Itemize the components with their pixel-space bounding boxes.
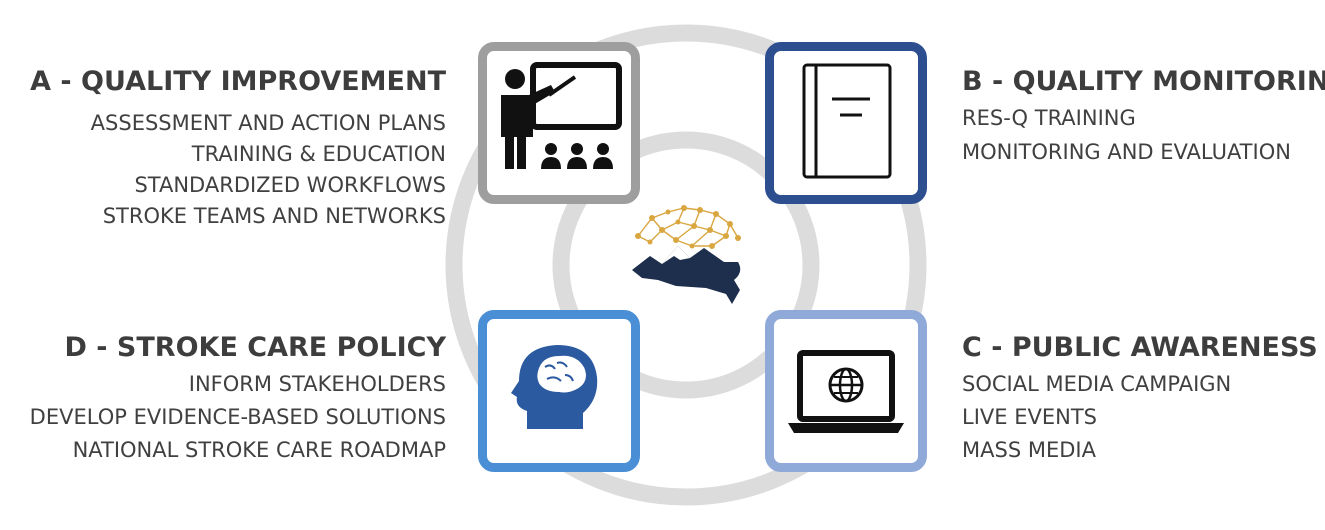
list-item: ASSESSMENT AND ACTION PLANS (90, 111, 446, 135)
list-item: NATIONAL STROKE CARE ROADMAP (72, 438, 446, 462)
teacher-presentation-icon (501, 62, 622, 169)
block-b-title: B - QUALITY MONITORING (962, 66, 1325, 97)
brain-head-icon (511, 345, 598, 429)
box-public-awareness (765, 310, 927, 472)
block-d-title: D - STROKE CARE POLICY (64, 332, 447, 363)
list-item: MONITORING AND EVALUATION (962, 140, 1291, 164)
block-d-list: INFORM STAKEHOLDERS DEVELOP EVIDENCE-BAS… (10, 368, 446, 467)
list-item: MASS MEDIA (962, 438, 1096, 462)
brain-mountain-logo (632, 205, 741, 304)
block-public-awareness: C - PUBLIC AWARENESS SOCIAL MEDIA CAMPAI… (962, 332, 1322, 467)
list-item: STANDARDIZED WORKFLOWS (134, 173, 446, 197)
list-item: DEVELOP EVIDENCE-BASED SOLUTIONS (29, 405, 446, 429)
laptop-globe-icon (788, 350, 904, 433)
box-quality-monitoring (765, 42, 927, 204)
notebook-icon (802, 63, 892, 179)
block-quality-monitoring: B - QUALITY MONITORING RES-Q TRAINING MO… (962, 66, 1325, 169)
block-stroke-care-policy: D - STROKE CARE POLICY INFORM STAKEHOLDE… (10, 332, 446, 467)
block-a-title: A - QUALITY IMPROVEMENT (30, 66, 446, 97)
list-item: SOCIAL MEDIA CAMPAIGN (962, 372, 1232, 396)
list-item: INFORM STAKEHOLDERS (188, 372, 446, 396)
box-quality-improvement (478, 42, 640, 204)
block-a-list: ASSESSMENT AND ACTION PLANS TRAINING & E… (20, 108, 446, 232)
block-b-list: RES-Q TRAINING MONITORING AND EVALUATION (962, 101, 1322, 169)
block-c-list: SOCIAL MEDIA CAMPAIGN LIVE EVENTS MASS M… (962, 368, 1322, 467)
inner-ring (552, 131, 820, 399)
block-quality-improvement: A - QUALITY IMPROVEMENT ASSESSMENT AND A… (20, 66, 446, 232)
box-stroke-care-policy (478, 310, 640, 472)
list-item: RES-Q TRAINING (962, 106, 1136, 130)
list-item: STROKE TEAMS AND NETWORKS (102, 204, 446, 228)
list-item: TRAINING & EDUCATION (191, 142, 446, 166)
outer-ring (445, 24, 927, 506)
block-c-title: C - PUBLIC AWARENESS (962, 332, 1318, 363)
list-item: LIVE EVENTS (962, 405, 1097, 429)
